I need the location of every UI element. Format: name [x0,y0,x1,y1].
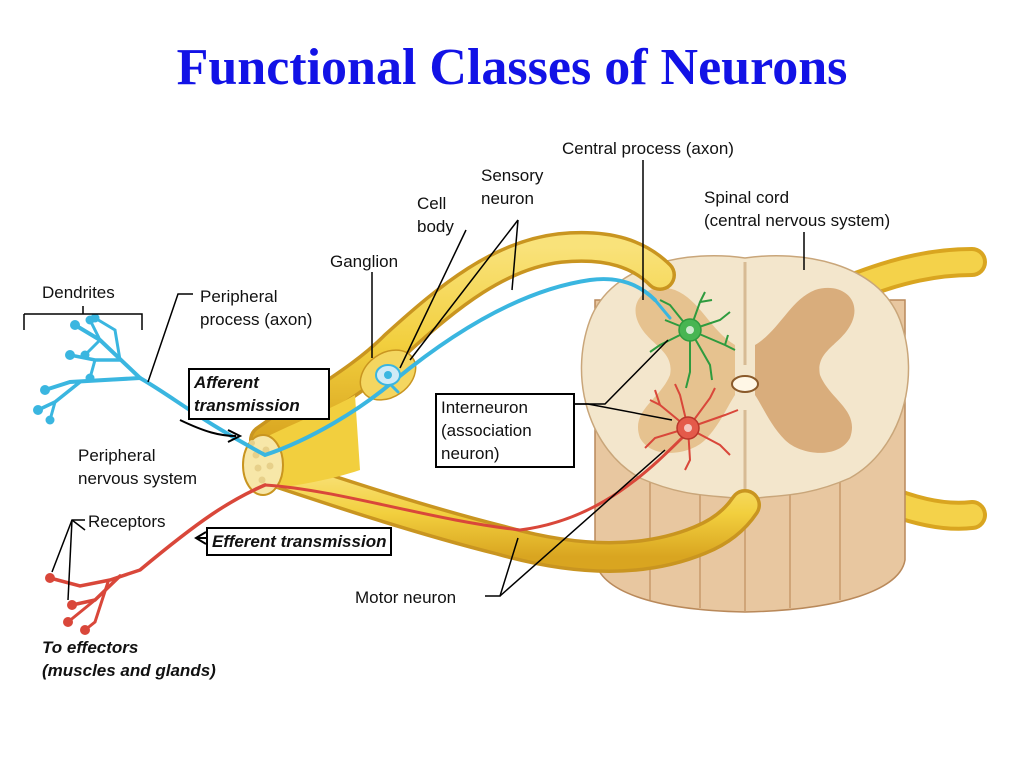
label-motor-neuron: Motor neuron [355,588,457,607]
gray-matter-right [755,287,855,453]
central-canal [731,375,759,393]
label-afferent-transmission: Afferent transmission [188,368,330,420]
sensory-dendrite-tips [33,313,100,425]
label-dendrites: Dendrites [42,283,115,302]
label-ganglion: Ganglion [330,252,399,271]
transmission-arrows [179,419,243,545]
leader-lines [23,160,805,601]
motor-neuron [48,428,692,632]
label-interneuron: Interneuron (association neuron) [435,393,575,468]
gray-matter-left [635,287,735,453]
label-cell-body: Cell body [417,194,454,236]
label-peripheral-nervous-system: Peripheral nervous system [78,446,198,488]
label-sensory-neuron: Sensory neuron [481,166,544,208]
label-peripheral-process: Peripheral process (axon) [200,287,313,329]
label-spinal-cord: Spinal cord (central nervous system) [704,188,891,230]
label-efferent-transmission: Efferent transmission [206,527,393,556]
label-effectors: To effectors (muscles and glands) [42,638,216,680]
motor-terminal-knobs [45,573,90,635]
page-title: Functional Classes of Neurons [176,39,848,96]
label-receptors: Receptors [88,512,166,531]
label-central-process: Central process (axon) [562,139,734,158]
spinal-cord [580,255,910,613]
